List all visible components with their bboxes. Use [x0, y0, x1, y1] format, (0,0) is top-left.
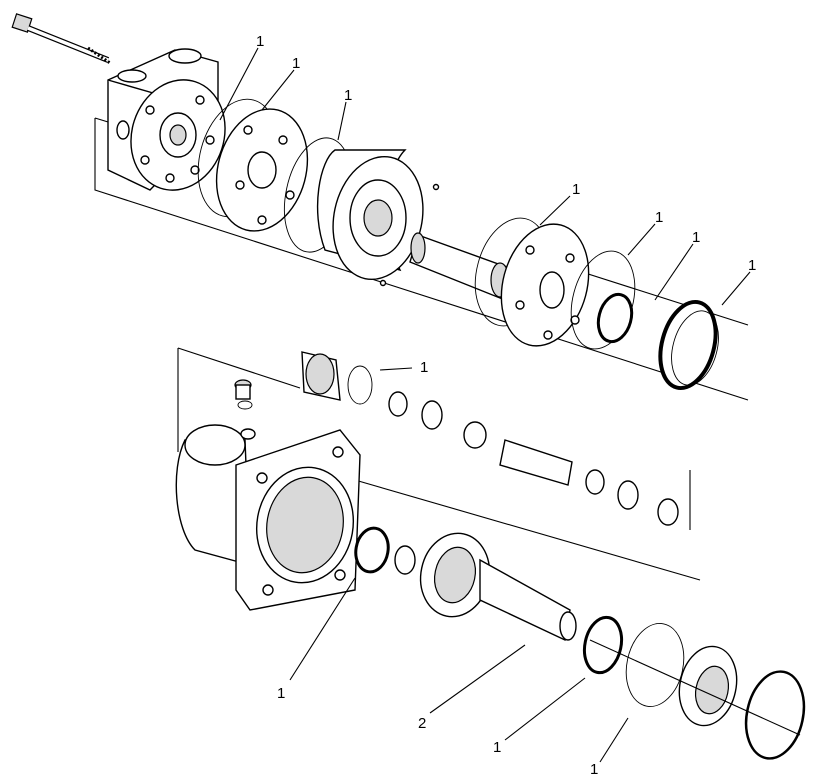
callout-1: 1 [256, 33, 264, 50]
callout-2: 1 [292, 55, 300, 72]
spool-components [301, 351, 679, 526]
callout-3: 1 [344, 87, 352, 104]
upper-seals [570, 250, 719, 391]
callout-8: 1 [420, 359, 428, 376]
callout-4: 1 [572, 181, 580, 198]
gerotor-set [284, 137, 440, 287]
callout-6: 1 [692, 229, 700, 246]
callout-leaders [219, 47, 751, 763]
long-bolt [11, 13, 111, 65]
output-shaft [419, 532, 577, 642]
callout-5: 1 [655, 209, 663, 226]
oring-bushing [354, 526, 416, 575]
callout-7: 1 [748, 257, 756, 274]
lower-assembly-frame [177, 347, 701, 581]
callout-12: 1 [590, 761, 598, 778]
spacer-plate [474, 217, 590, 347]
callout-labels: 1 1 1 1 1 1 1 1 1 2 1 1 [256, 33, 756, 778]
end-cap-housing [107, 48, 226, 191]
drain-plug [234, 379, 253, 410]
lower-seals [582, 615, 806, 760]
drive-link [409, 232, 516, 301]
callout-9: 1 [277, 685, 285, 702]
callout-11: 1 [493, 739, 501, 756]
main-housing [175, 424, 361, 611]
callout-10: 2 [418, 715, 426, 732]
